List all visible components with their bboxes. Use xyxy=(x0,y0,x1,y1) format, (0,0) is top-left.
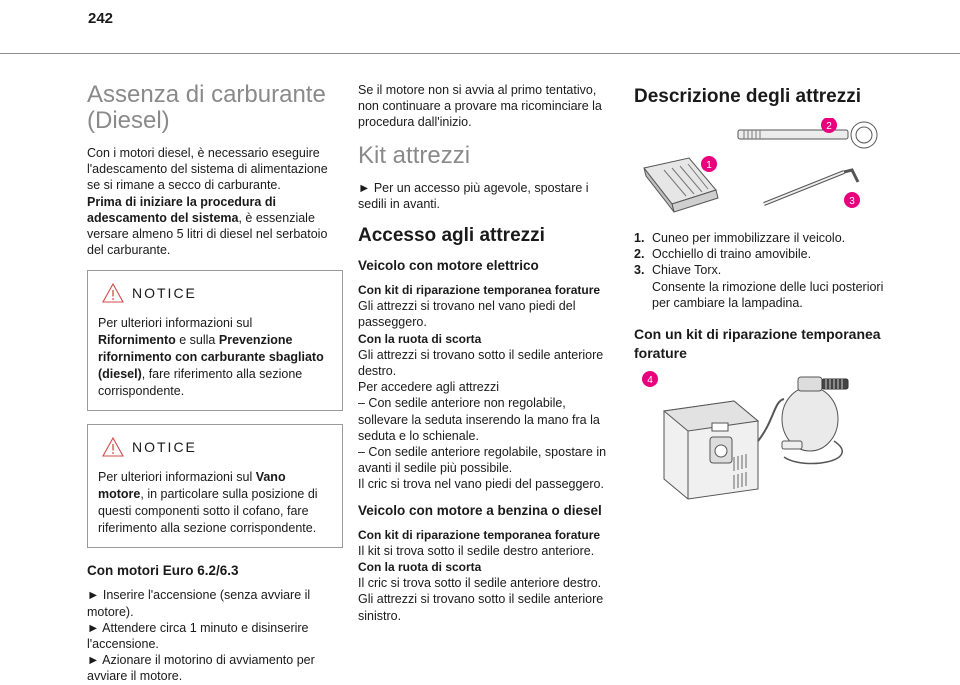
notice-text-part: Per ulteriori informazioni sul xyxy=(98,470,256,485)
electric-heading: Veicolo con motore elettrico xyxy=(358,258,539,274)
svg-text:1: 1 xyxy=(706,160,712,171)
notice-text-part: e sulla xyxy=(175,333,219,348)
column-1: Assenza di carburante (Diesel) Con i mot… xyxy=(87,82,343,685)
notice-text-bold: Rifornimento xyxy=(98,333,176,348)
svg-text:4: 4 xyxy=(647,375,653,386)
electric-jack-text: Il cric si trova nel vano piedi del pass… xyxy=(358,477,604,492)
notice-box-refuelling: NOTICE Per ulteriori informazioni sul Ri… xyxy=(87,270,343,412)
notice-title: NOTICE xyxy=(132,439,197,456)
notice-text: Per ulteriori informazioni sul Rifornime… xyxy=(98,315,332,400)
kit-title: Kit attrezzi xyxy=(358,141,471,169)
step-item: ► Inserire l'accensione (senza avviare i… xyxy=(87,588,311,619)
tool-kit-illustration: 1 2 3 xyxy=(643,118,878,213)
notice-text-part: , in particolare sulla posizione di ques… xyxy=(98,487,318,536)
callout-2: 2 xyxy=(821,118,837,133)
electric-spare-text: Gli attrezzi si trovano sotto il sedile … xyxy=(358,347,604,379)
column-3: Descrizione degli attrezzi xyxy=(634,82,892,501)
notice-text-part: , fare riferimento alla sezione corrispo… xyxy=(98,367,303,399)
list-number: 2. xyxy=(634,247,645,262)
petrol-repair-label: Con kit di riparazione temporanea foratu… xyxy=(358,527,601,542)
petrol-tools-text: Gli attrezzi si trovano sotto il sedile … xyxy=(358,592,604,623)
notice-text: Per ulteriori informazioni sul Vano moto… xyxy=(98,469,332,537)
sealant-bottle-icon xyxy=(757,376,849,465)
step-item: ► Attendere circa 1 minuto e disinserire… xyxy=(87,620,309,652)
notice-text-bold: Prevenzione rifornimento con carburante … xyxy=(98,333,324,382)
list-number: 3. xyxy=(634,263,645,278)
step-item: ► Azionare il motorino di avviamento per… xyxy=(87,653,315,684)
list-item-detail: Consente la rimozione delle luci posteri… xyxy=(634,279,892,311)
list-text: Chiave Torx. xyxy=(652,263,722,278)
wheel-chock-icon xyxy=(643,157,719,213)
electric-dash-1: – Con sedile anteriore non regolabile, s… xyxy=(358,396,600,443)
electric-repair-text: Gli attrezzi si trovano nel vano piedi d… xyxy=(358,299,576,330)
list-text: Cuneo per immobilizzare il veicolo. xyxy=(652,231,846,245)
tools-description-title: Descrizione degli attrezzi xyxy=(634,86,862,107)
tools-list: 1. Cuneo per immobilizzare il veicolo. 2… xyxy=(634,230,892,311)
kit-step: ► Per un accesso più agevole, spostare i… xyxy=(358,180,589,211)
callout-1: 1 xyxy=(701,156,717,172)
page-number: 242 xyxy=(88,10,114,27)
list-item: 3. Chiave Torx. xyxy=(634,262,892,278)
fuel-warning: Prima di iniziare la procedura di adesca… xyxy=(87,194,343,259)
fuel-section-title: Assenza di carburante (Diesel) xyxy=(87,82,343,134)
towing-eye-icon xyxy=(737,121,878,149)
svg-text:2: 2 xyxy=(826,121,832,132)
electric-repair-label: Con kit di riparazione temporanea foratu… xyxy=(358,283,601,298)
notice-title: NOTICE xyxy=(132,285,197,302)
fuel-warning-bold: Prima di iniziare la procedura di adesca… xyxy=(87,194,276,225)
access-title: Accesso agli attrezzi xyxy=(358,225,545,247)
repair-kit-heading: Con un kit di riparazione temporanea for… xyxy=(634,326,881,362)
notice-box-engine-bay: NOTICE Per ulteriori informazioni sul Va… xyxy=(87,424,343,549)
electric-dash-2: – Con sedile anteriore regolabile, spost… xyxy=(358,445,607,476)
notice-text-part: Per ulteriori informazioni sul xyxy=(98,316,253,331)
list-text: Occhiello di traino amovibile. xyxy=(652,247,812,262)
svg-text:3: 3 xyxy=(849,196,855,207)
repair-kit-illustration: 4 xyxy=(642,371,849,500)
notice-text-bold: Vano motore xyxy=(98,470,286,502)
petrol-heading: Veicolo con motore a benzina o diesel xyxy=(358,502,602,518)
warning-triangle-icon xyxy=(102,283,124,303)
fuel-intro: Con i motori diesel, è necessario esegui… xyxy=(87,146,328,193)
fuel-title-line1: Assenza di carburante xyxy=(87,81,326,108)
euro6-heading: Con motori Euro 6.2/6.3 xyxy=(87,563,239,579)
warning-triangle-icon xyxy=(102,437,124,457)
fuel-title-line2: (Diesel) xyxy=(87,107,170,134)
list-item: 1. Cuneo per immobilizzare il veicolo. xyxy=(634,230,892,246)
header-rule xyxy=(0,53,960,54)
column-2: Se il motore non si avvia al primo tenta… xyxy=(358,82,614,624)
electric-spare-label: Con la ruota di scorta xyxy=(358,331,482,346)
priming-steps: ► Inserire l'accensione (senza avviare i… xyxy=(87,587,343,684)
list-detail-text: Consente la rimozione delle luci posteri… xyxy=(652,279,884,310)
petrol-spare-label: Con la ruota di scorta xyxy=(358,560,482,575)
retry-text: Se il motore non si avvia al primo tenta… xyxy=(358,83,602,130)
petrol-repair-text: Il kit si trova sotto il sedile destro a… xyxy=(358,543,595,558)
fuel-warning-text: , è essenziale versare almeno 5 litri di… xyxy=(87,210,328,258)
list-item: 2. Occhiello di traino amovibile. xyxy=(634,246,892,262)
compressor-icon xyxy=(662,400,760,500)
callout-3: 3 xyxy=(844,192,860,208)
list-number: 1. xyxy=(634,231,645,245)
electric-access-text: Per accedere agli attrezzi xyxy=(358,380,500,395)
torx-key-icon xyxy=(763,168,860,206)
callout-4: 4 xyxy=(642,371,658,388)
petrol-jack-text: Il cric si trova sotto il sedile anterio… xyxy=(358,576,602,591)
